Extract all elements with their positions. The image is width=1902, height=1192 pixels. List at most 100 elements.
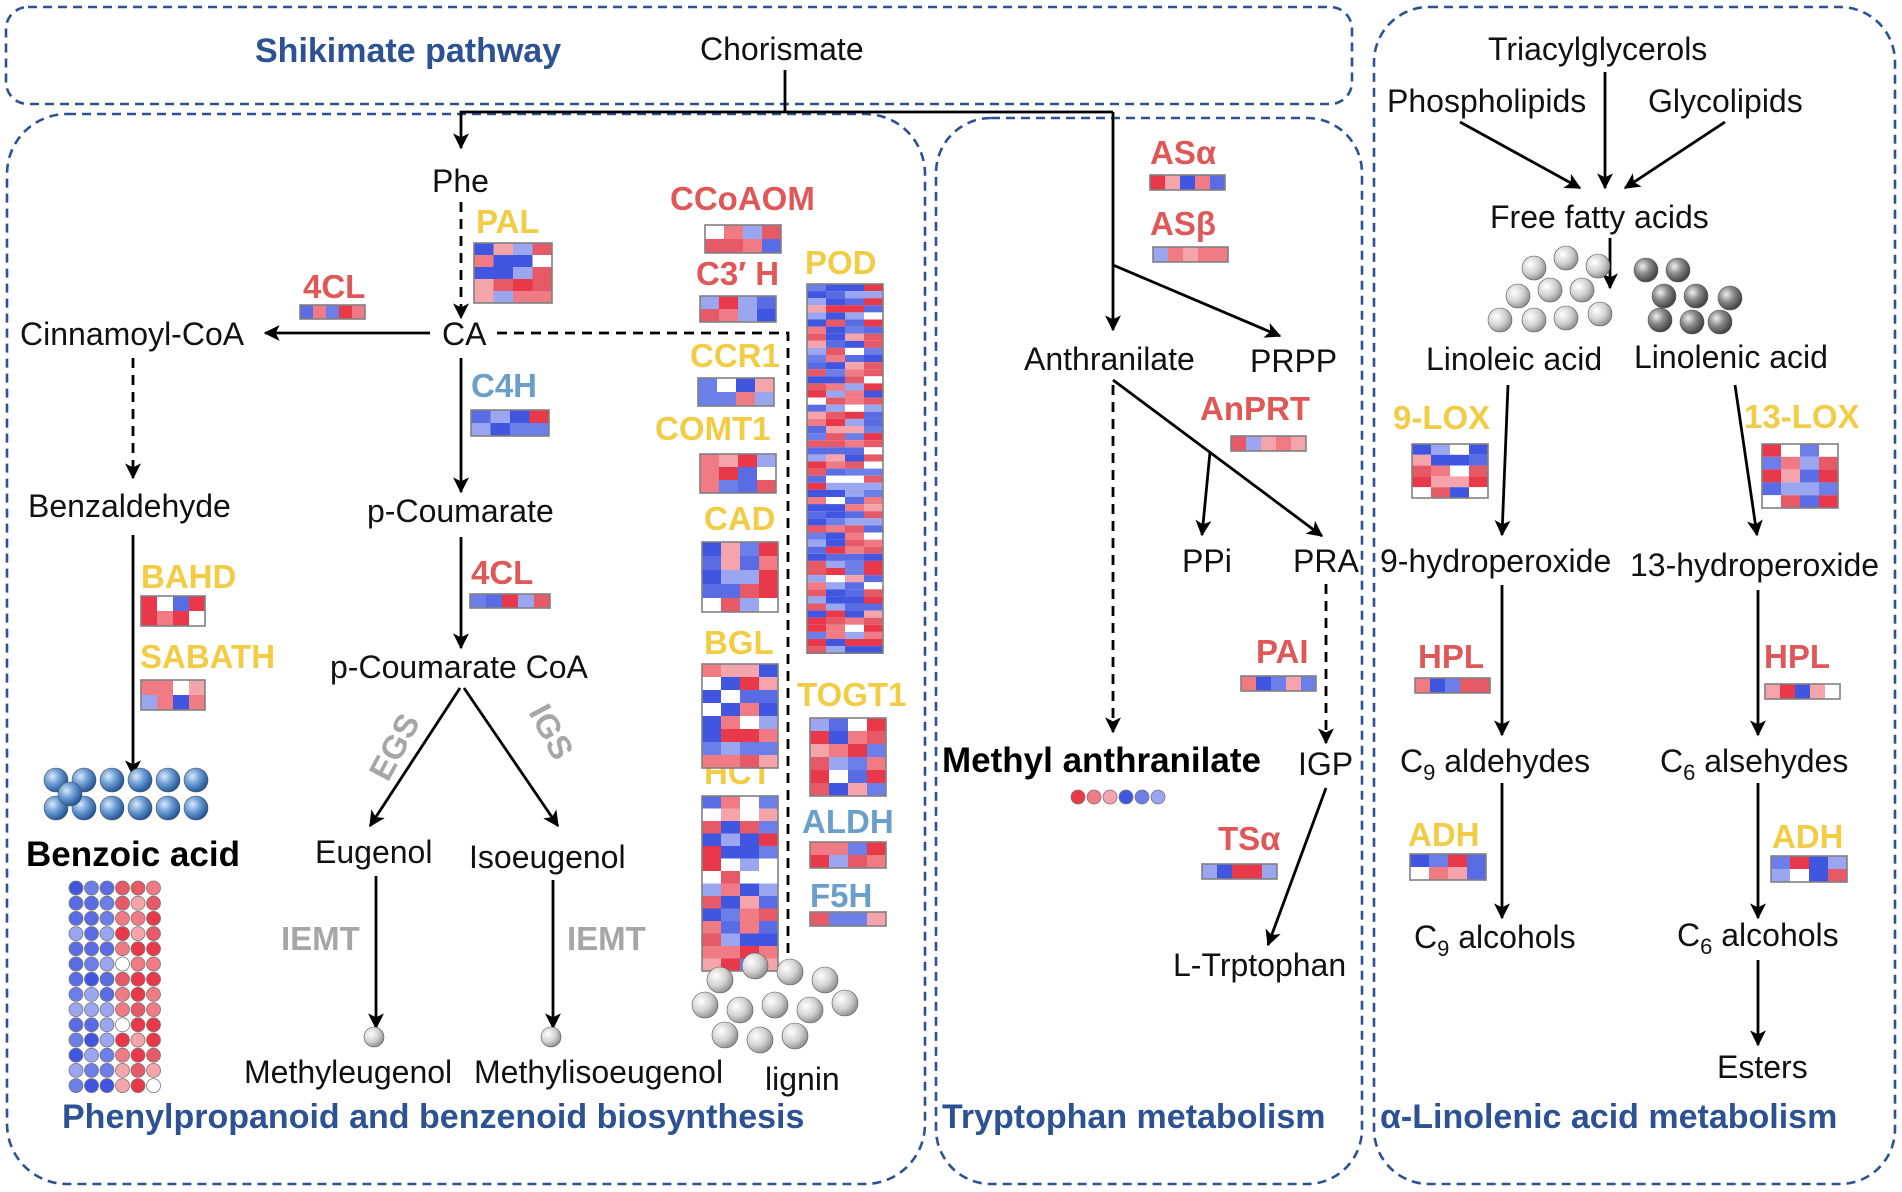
4cl-enzyme-b: 4CL — [471, 554, 533, 591]
heatmap-cell — [1213, 247, 1228, 262]
heatmap-cell — [1825, 684, 1840, 699]
heatmap-cell — [474, 279, 494, 291]
heatmap-frame — [809, 717, 887, 797]
linoleic-sphere — [1553, 305, 1579, 331]
heatmap-cell — [738, 467, 757, 480]
dot-cell — [84, 880, 99, 896]
adh-enzyme-a: ADH — [1408, 816, 1480, 853]
heatmap-cell — [845, 639, 864, 647]
heatmap-cell — [845, 312, 864, 320]
heatmap-cell — [826, 376, 845, 384]
heatmap-cell — [807, 461, 826, 469]
hpl-enzyme-b: HPL — [1764, 638, 1830, 675]
heatmap-cell — [826, 454, 845, 462]
heatmap-cell — [740, 716, 759, 729]
heatmap-cell — [864, 568, 883, 576]
ts-alpha-heatmap — [1201, 863, 1278, 880]
pal-enzyme: PAL — [476, 203, 540, 240]
heatmap-cell — [807, 411, 826, 419]
dot-cell — [68, 971, 84, 987]
heatmap-cell — [864, 631, 883, 639]
heatmap-cell — [826, 532, 845, 540]
heatmap-cell — [826, 475, 845, 483]
c3h-heatmap — [699, 295, 777, 323]
heatmap-cell — [807, 418, 826, 426]
heatmap-cell — [1247, 864, 1262, 879]
dot-cell — [68, 941, 84, 957]
heatmap-cell — [826, 603, 845, 611]
heatmap-cell — [173, 680, 189, 695]
heatmap-cell — [721, 821, 740, 834]
heatmap-cell — [721, 846, 740, 859]
dot-cell — [99, 1002, 115, 1017]
heatmap-cell — [1467, 867, 1486, 880]
adh-enzyme-b: ADH — [1772, 818, 1844, 855]
linoleic-sphere — [1521, 255, 1547, 281]
arrow-to-ppi — [1195, 451, 1212, 537]
iemt-enzyme-a: IEMT — [281, 920, 360, 957]
aldh-heatmap — [809, 841, 887, 869]
13-hydroperoxide-label: 13-hydroperoxide — [1630, 547, 1879, 583]
ccr1-enzyme: CCR1 — [690, 337, 780, 374]
heatmap-cell — [826, 447, 845, 455]
heatmap-cell — [807, 624, 826, 632]
heatmap-cell — [1800, 444, 1819, 457]
heatmap-cell — [807, 646, 826, 654]
heatmap-cell — [807, 582, 826, 590]
heatmap-cell — [1412, 476, 1431, 488]
dot-cell — [84, 1002, 99, 1017]
sabath-heatmap — [140, 679, 206, 711]
heatmap-cell — [826, 639, 845, 647]
heatmap-cell — [845, 333, 864, 341]
arrow-to-prpp — [1112, 263, 1282, 338]
heatmap-cell — [1469, 444, 1488, 455]
heatmap-cell — [740, 808, 759, 821]
heatmap-cell — [759, 921, 778, 934]
cad-enzyme: CAD — [704, 500, 776, 537]
dot-cell — [99, 987, 115, 1002]
heatmap-cell — [740, 677, 759, 690]
heatmap-cell — [845, 610, 864, 618]
heatmap-cell — [1819, 469, 1838, 483]
heatmap-cell — [740, 729, 759, 742]
heatmap-cell — [1780, 684, 1795, 699]
heatmap-frame — [697, 377, 775, 407]
heatmap-cell — [845, 418, 864, 426]
dot-cell — [146, 941, 161, 957]
heatmap-cell — [1469, 476, 1488, 488]
benzoic-acid-sphere — [183, 795, 209, 821]
heatmap-cell — [807, 518, 826, 526]
heatmap-cell — [702, 598, 721, 612]
heatmap-cell — [759, 690, 778, 703]
heatmap-cell — [810, 757, 829, 770]
heatmap-cell — [1450, 476, 1469, 488]
methyleugenol-sphere — [363, 1026, 385, 1048]
heatmap-cell — [845, 461, 864, 469]
heatmap-frame — [809, 911, 887, 927]
dot-cell — [115, 987, 130, 1002]
lignin-sphere — [831, 989, 859, 1017]
dot-cell — [146, 1002, 161, 1017]
heatmap-cell — [1450, 487, 1469, 498]
heatmap-cell — [721, 908, 740, 921]
heatmap-cell — [721, 690, 740, 703]
metabolite-spheres — [43, 245, 1743, 1093]
dot-cell — [115, 1078, 130, 1093]
heatmap-cell — [807, 475, 826, 483]
heatmap-cell — [759, 598, 778, 612]
methyl-anthranilate-dot — [1102, 789, 1118, 805]
heatmap-cell — [189, 596, 205, 611]
heatmap-cell — [810, 842, 829, 855]
heatmap-cell — [740, 933, 759, 946]
heatmap-cell — [757, 296, 776, 309]
heatmap-cell — [740, 598, 759, 612]
heatmap-cell — [845, 475, 864, 483]
heatmap-cell — [721, 742, 740, 755]
heatmap-cell — [352, 305, 365, 319]
heatmap-cell — [1429, 867, 1448, 880]
heatmap-cell — [721, 958, 740, 971]
heatmap-cell — [493, 267, 513, 279]
heatmap-cell — [721, 858, 740, 871]
heatmap-cell — [1412, 487, 1431, 498]
heatmap-cell — [1276, 436, 1291, 451]
